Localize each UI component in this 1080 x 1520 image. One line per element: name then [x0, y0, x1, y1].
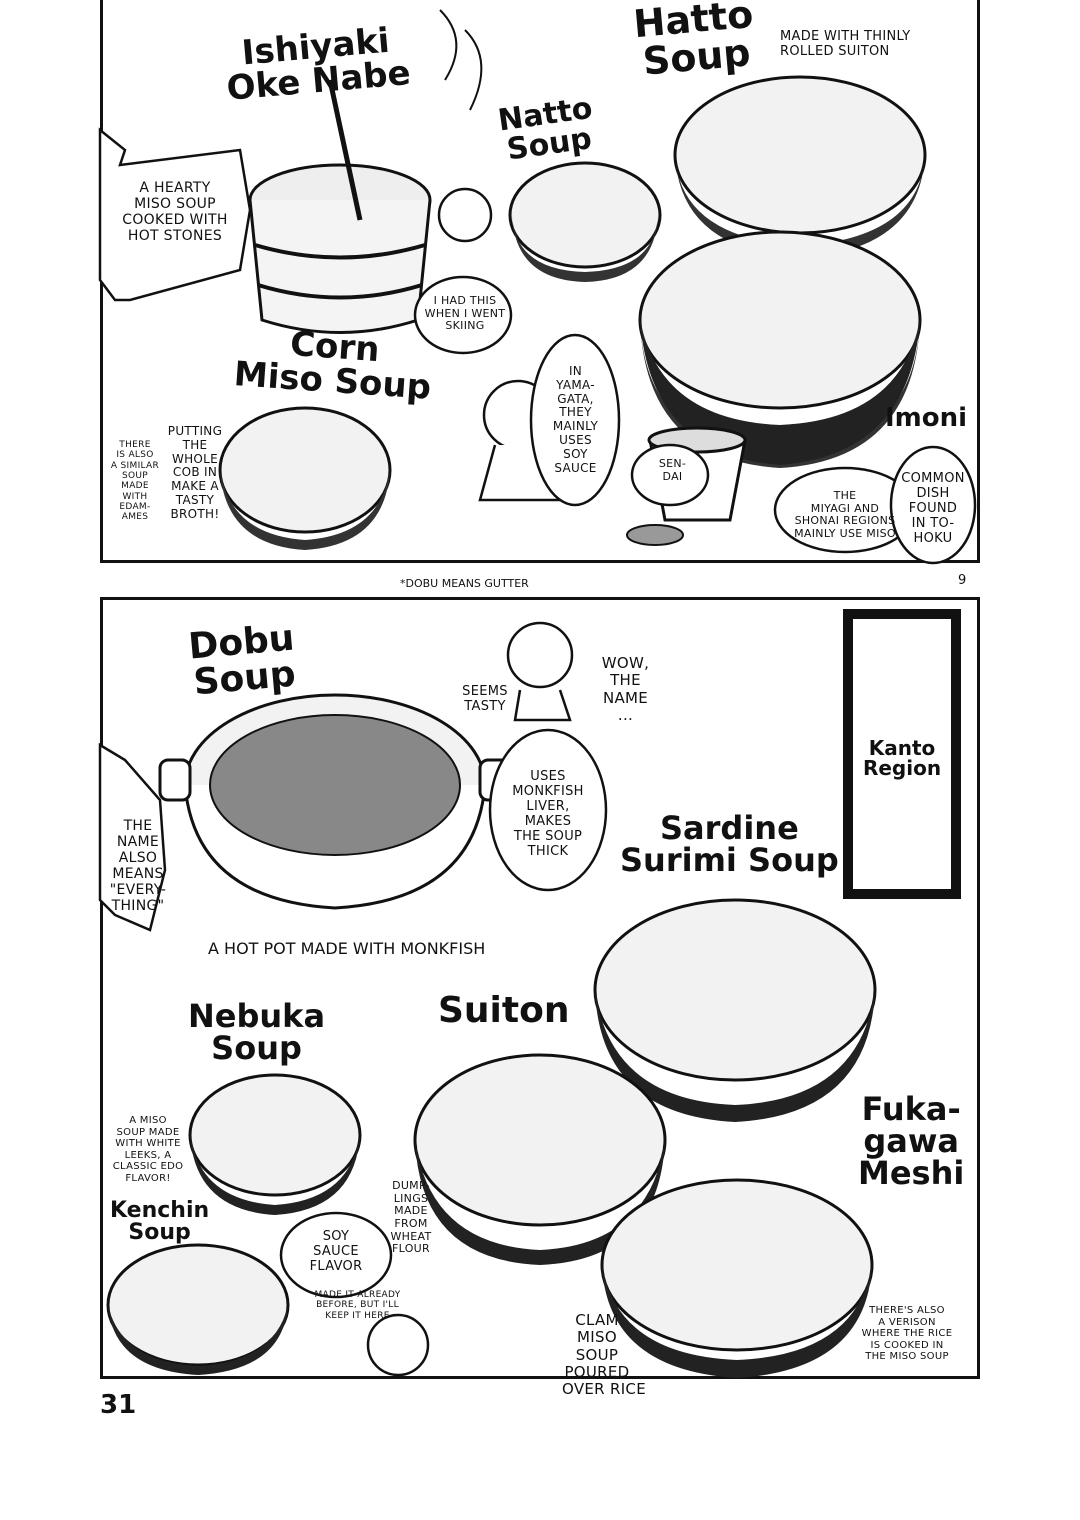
nebuka-title: Nebuka Soup [188, 997, 326, 1067]
dobu-caption: A HOT POT MADE WITH MONKFISH [208, 939, 486, 958]
fukagawa-bowl-illustration [600, 1178, 874, 1378]
dobu-left-bubble: THE NAME ALSO MEANS "EVERY- THING" [109, 818, 167, 915]
oke-tub-illustration [248, 79, 432, 334]
top-speech-bubbles [98, 127, 977, 565]
natto-bowl-illustration [508, 161, 662, 282]
suiton-title: Suiton [438, 990, 570, 1031]
region-title: Kanto Region [862, 736, 942, 780]
dobu-right-bubble: USES MONKFISH LIVER, MAKES THE SOUP THIC… [512, 769, 584, 859]
ishiyaki-bubble: A HEARTY MISO SOUP COOKED WITH HOT STONE… [122, 180, 228, 245]
hatto-note: MADE WITH THINLY ROLLED SUITON [780, 29, 911, 59]
wow-bubble: WOW, THE NAME ... [601, 654, 650, 724]
suiton-note: DUMP- LINGS MADE FROM WHEAT FLOUR [390, 1179, 432, 1256]
yamagata-bubble: IN YAMA- GATA, THEY MAINLY USES SOY SAUC… [552, 364, 599, 475]
imoni-bubble-miyagi: THE MIYAGI AND SHONAI REGIONS MAINLY USE… [794, 489, 896, 540]
dobu-title: Dobu Soup [186, 617, 298, 704]
fukagawa-note: CLAM MISO SOUP POURED OVER RICE [562, 1311, 646, 1398]
corn-note: PUTTING THE WHOLE COB IN MAKE A TASTY BR… [167, 424, 223, 521]
suiton-bowl-illustration [413, 1053, 667, 1265]
fukagawa-side-note: THERE'S ALSO A VERISON WHERE THE RICE IS… [861, 1305, 953, 1362]
kenchin-bowl-illustration [106, 1243, 290, 1375]
small-page-number: 9 [958, 573, 967, 588]
imoni-bubble-tohoku: COMMON DISH FOUND IN TO- HOKU [901, 471, 965, 546]
sendai-label: SEN- DAI [658, 457, 687, 483]
footnote: *DOBU MEANS GUTTER [400, 577, 529, 590]
sardine-bowl-illustration [593, 898, 877, 1122]
sardine-title: Sardine Surimi Soup [620, 809, 839, 879]
seems-tasty: SEEMS TASTY [462, 684, 508, 714]
skiing-bubble: I HAD THIS WHEN I WENT SKIING [424, 294, 506, 333]
steam-lines [439, 9, 483, 111]
kenchin-title: Kenchin Soup [110, 1198, 210, 1245]
imoni-title: Imoni [885, 403, 968, 433]
corn-bowl-illustration [218, 406, 392, 550]
region-box [843, 609, 961, 899]
page-number: 31 [100, 1390, 137, 1420]
nebuka-note: A MISO SOUP MADE WITH WHITE LEEKS, A CLA… [112, 1115, 184, 1184]
bottom-speech-bubbles [98, 728, 608, 1299]
fukagawa-title: Fuka- gawa Meshi [858, 1090, 965, 1192]
kenchin-note: MADE IT ALREADY BEFORE, BUT I'LL KEEP IT… [314, 1290, 401, 1321]
kenchin-bubble: SOY SAUCE FLAVOR [309, 1229, 363, 1274]
dobu-pot-illustration [158, 693, 512, 910]
corn-side-note: THERE IS ALSO A SIMILAR SOUP MADE WITH E… [110, 440, 160, 523]
nebuka-bowl-illustration [188, 1073, 362, 1215]
bottom-character-sketches [366, 621, 574, 1377]
